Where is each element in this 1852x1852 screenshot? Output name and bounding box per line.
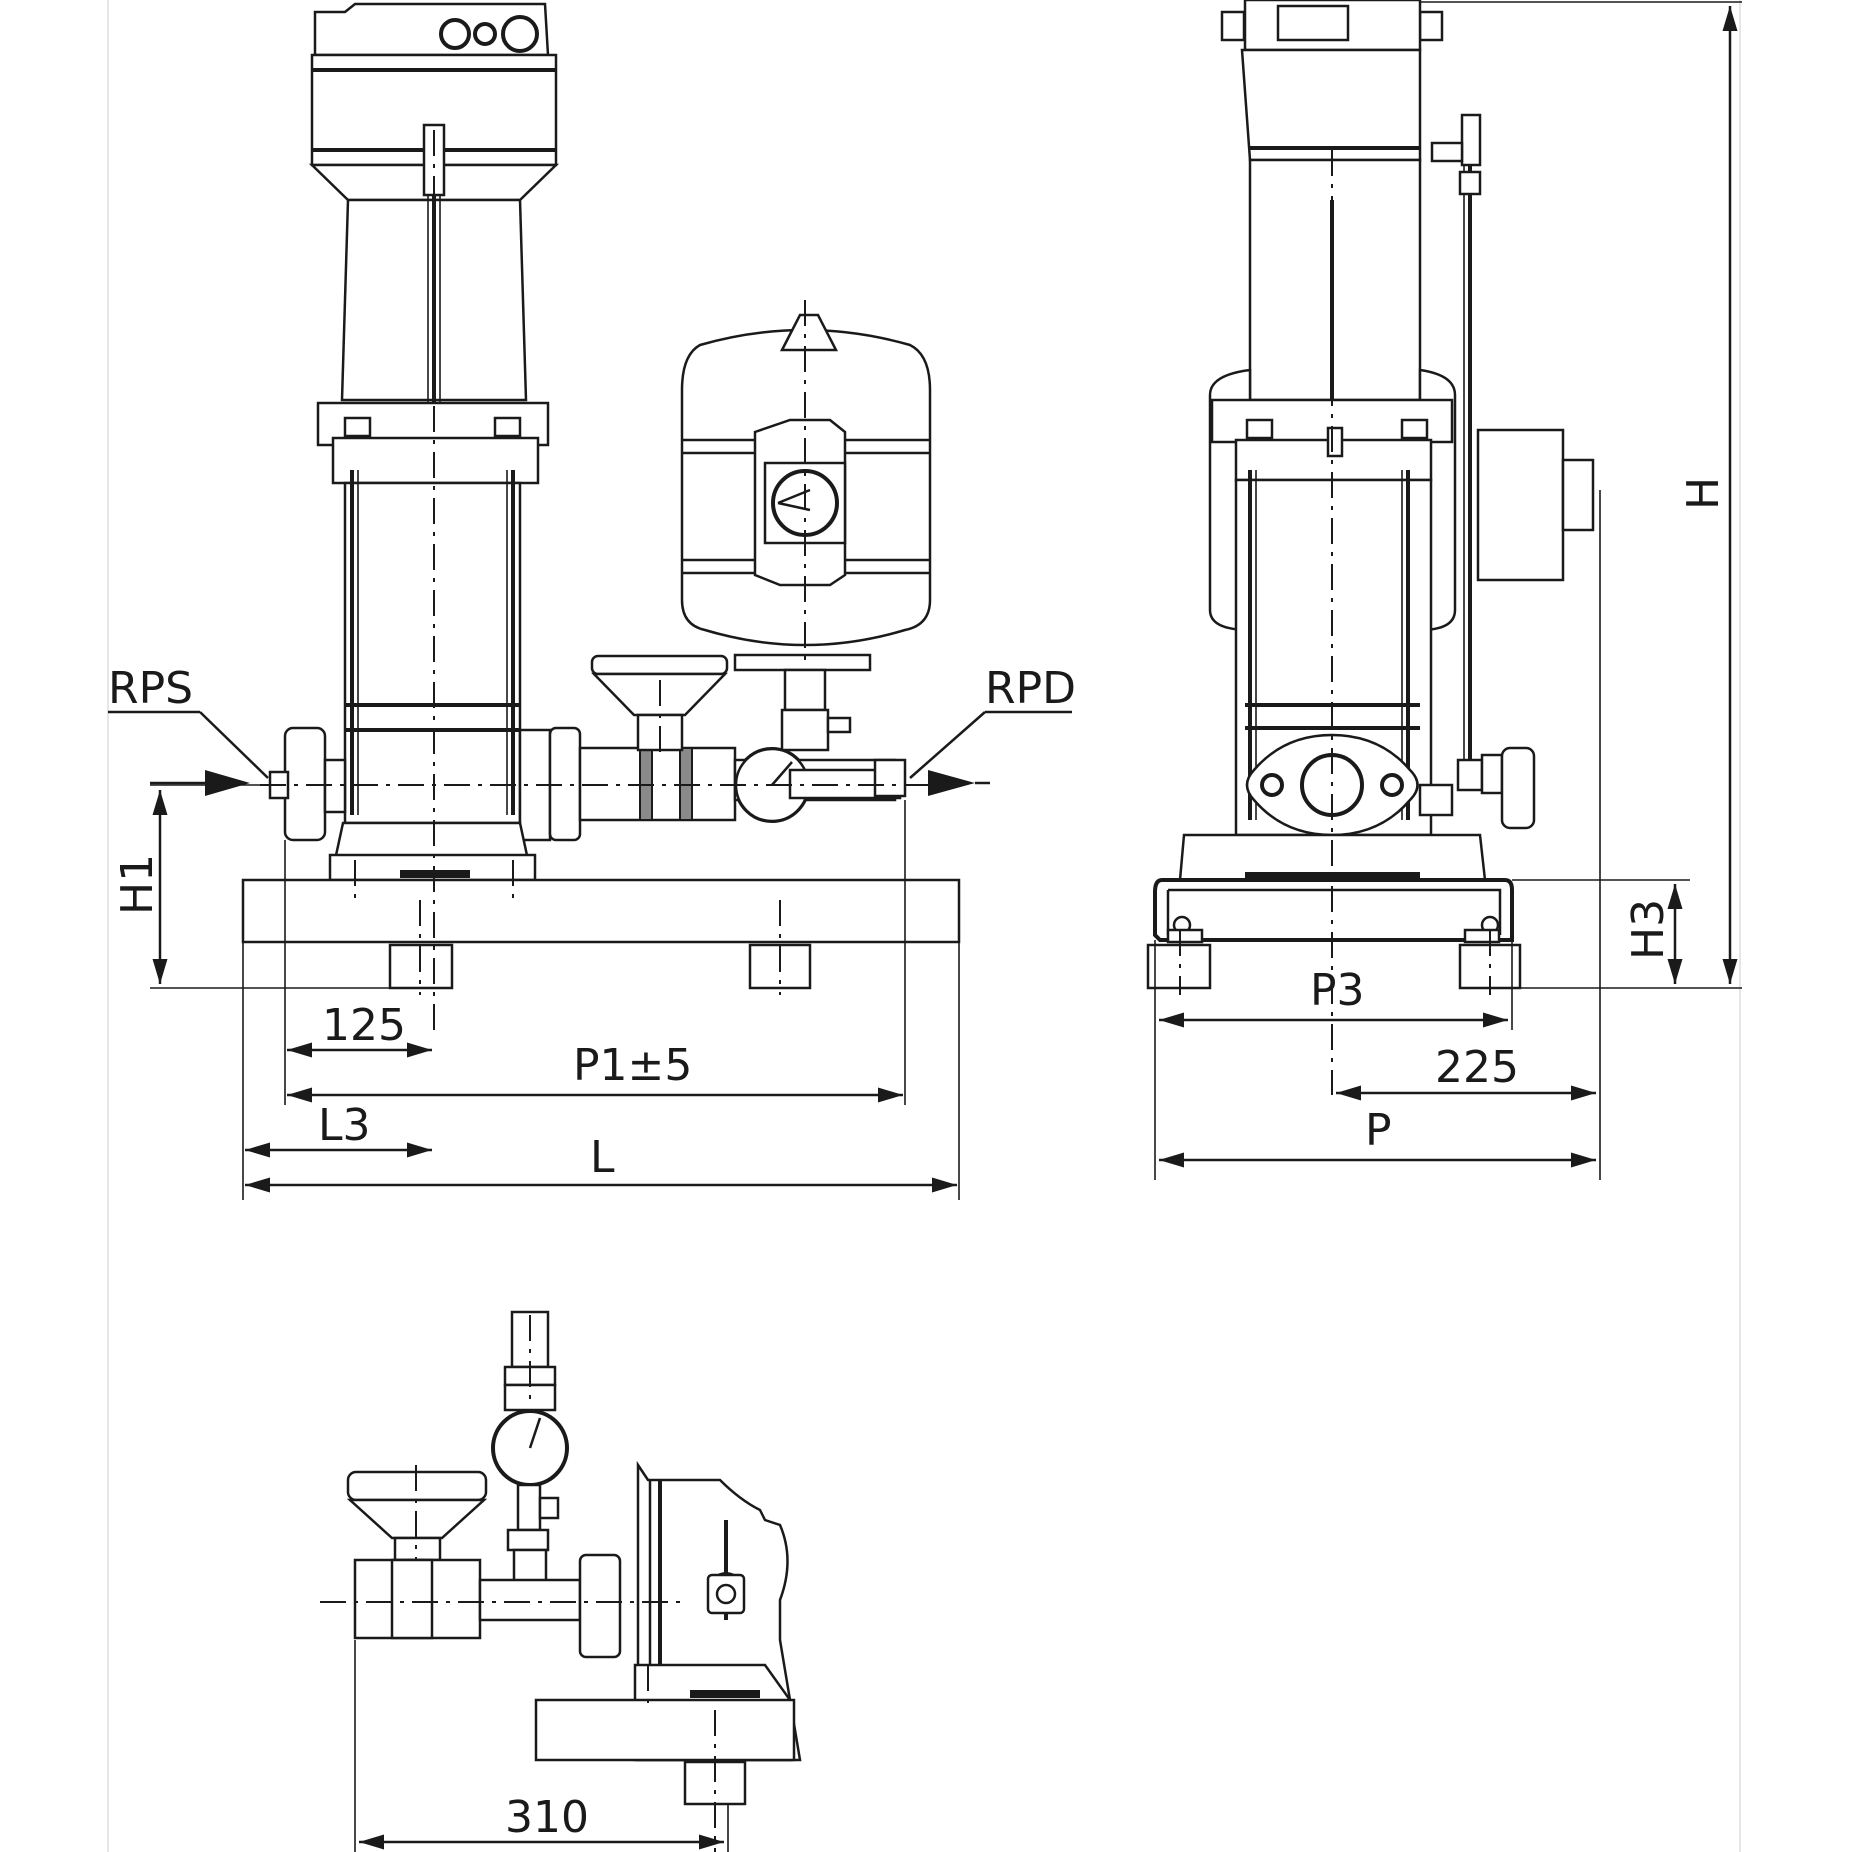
side-motor-upper	[1240, 48, 1422, 162]
pump-stages	[343, 481, 522, 825]
control-knob-1	[439, 18, 471, 50]
label-h1: H1	[112, 854, 163, 915]
side-motor-body	[1248, 158, 1422, 402]
plan-view: 310	[320, 1310, 802, 1852]
label-p: P	[1365, 1105, 1392, 1156]
side-vessel	[1476, 428, 1565, 582]
priming-funnel-cap	[590, 654, 729, 676]
side-view: H H3 P3 225 P	[1146, 0, 1742, 1180]
control-knob-2	[473, 22, 497, 46]
label-p3: P3	[1310, 965, 1365, 1016]
label-125: 125	[322, 1000, 406, 1051]
label-rpd: RPD	[985, 663, 1076, 714]
label-p1: P1±5	[573, 1040, 692, 1091]
side-gauge	[1500, 746, 1536, 830]
motor-housing-upper	[310, 53, 558, 167]
base-frame	[241, 878, 961, 944]
label-l: L	[590, 1132, 615, 1183]
label-rps: RPS	[108, 663, 193, 714]
label-l3: L3	[318, 1100, 371, 1151]
front-view: RPS RPD H1 125 P1±5 L3 L	[108, 2, 1076, 1200]
label-225: 225	[1435, 1042, 1519, 1093]
control-knob-3	[501, 15, 539, 53]
label-310: 310	[505, 1792, 589, 1843]
label-h3: H3	[1623, 899, 1674, 960]
plan-base	[534, 1698, 796, 1762]
label-h: H	[1678, 477, 1729, 510]
